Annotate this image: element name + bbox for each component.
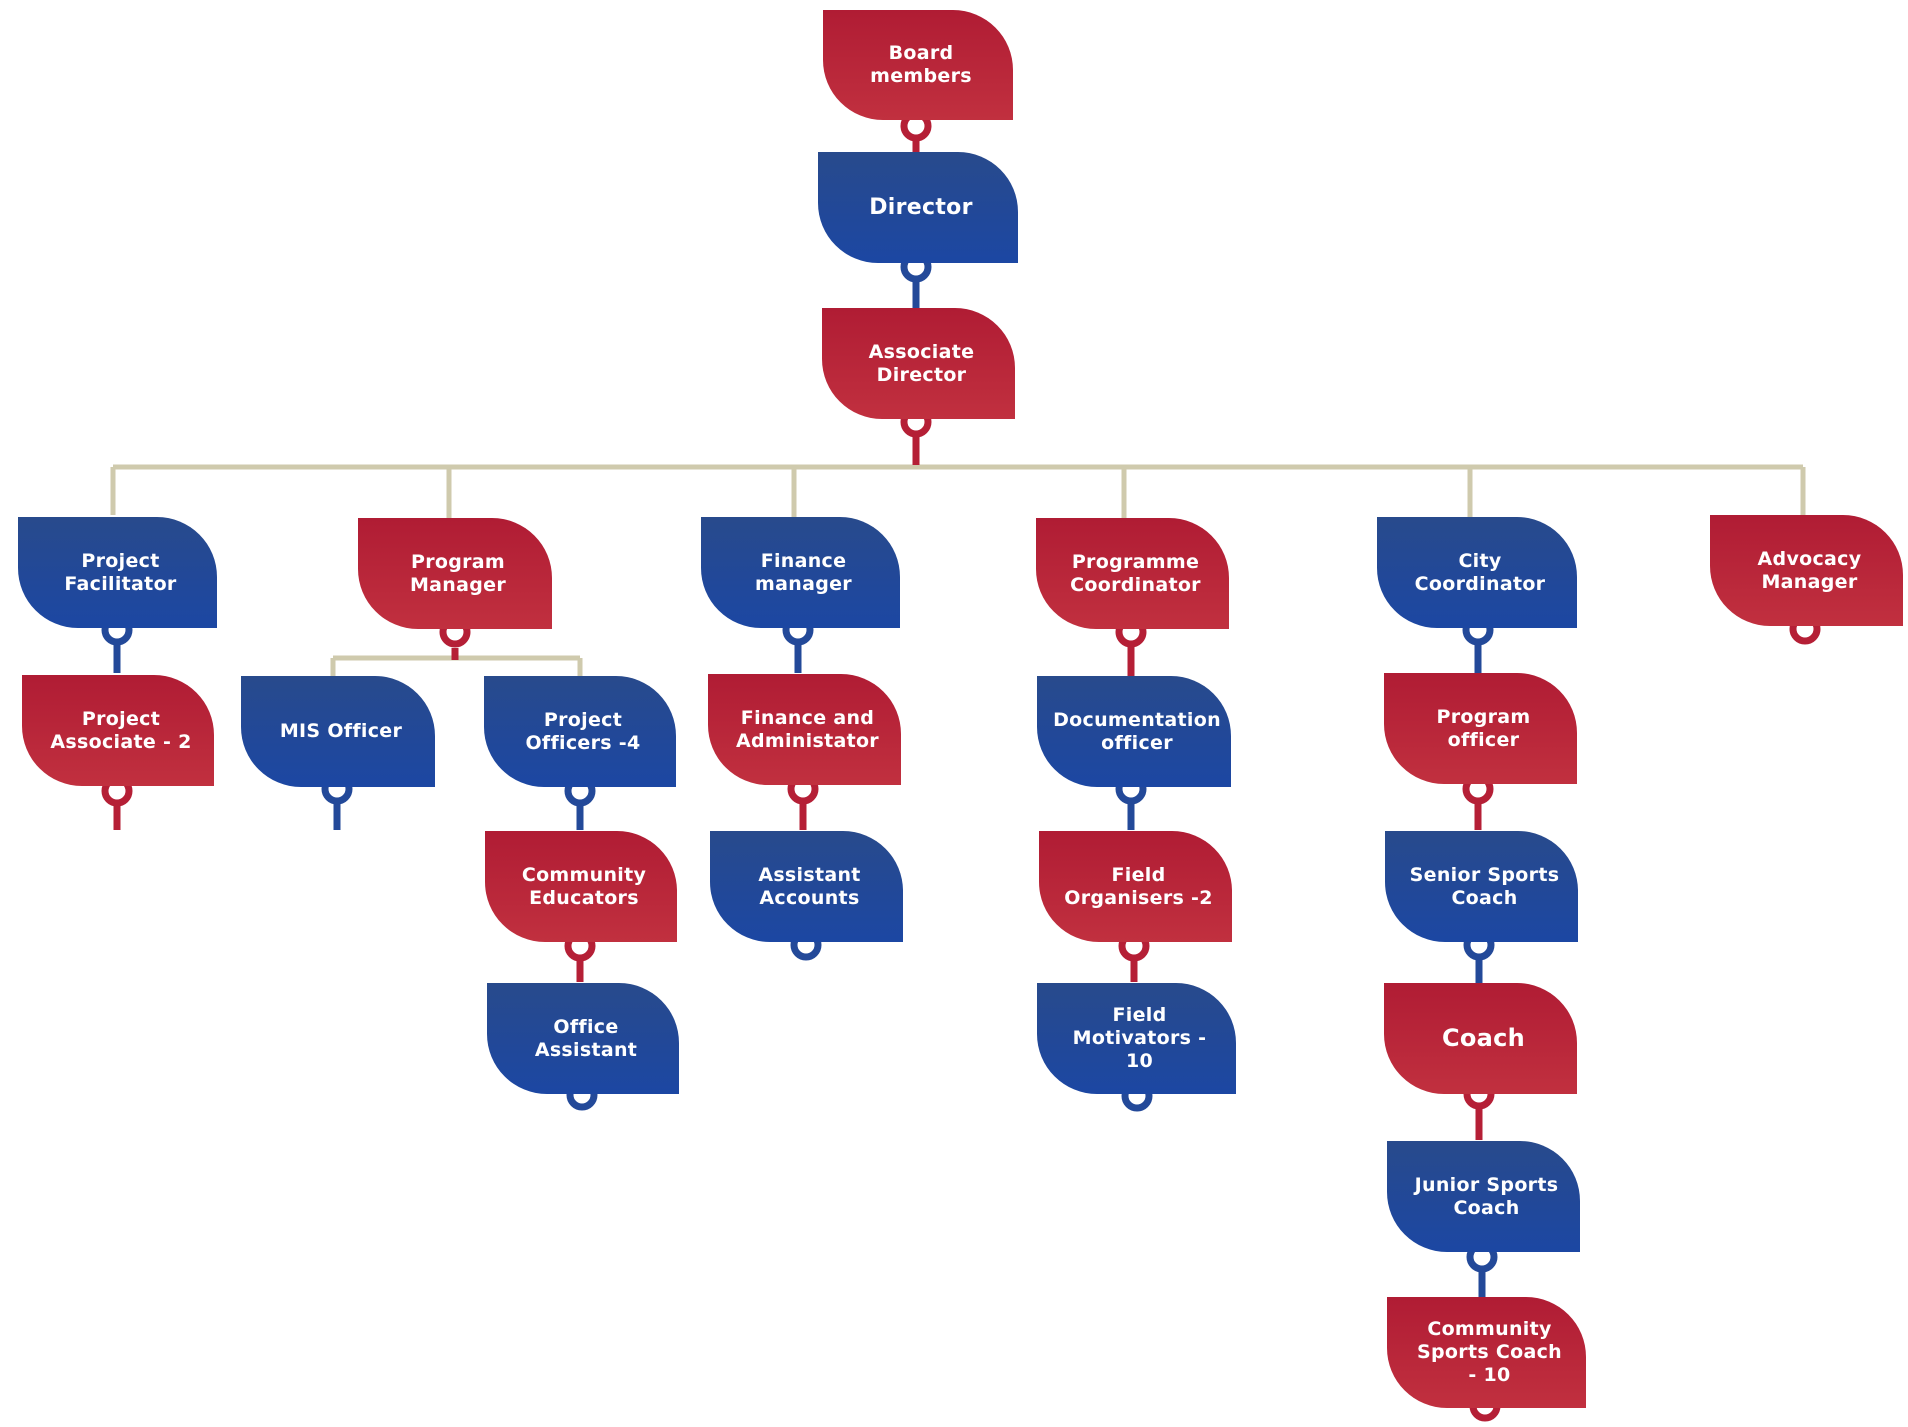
node-board-members: Board members (823, 10, 1013, 120)
node-documentation-officer: Documentation officer (1037, 676, 1231, 787)
node-advocacy-manager: Advocacy Manager (1710, 515, 1903, 626)
node-associate-director: Associate Director (822, 308, 1015, 419)
node-field-organisers: Field Organisers -2 (1039, 831, 1232, 942)
node-assistant-accounts: Assistant Accounts (710, 831, 903, 942)
node-community-educators: Community Educators (485, 831, 677, 942)
node-director: Director (818, 152, 1018, 263)
node-field-motivators: Field Motivators - 10 (1037, 983, 1236, 1094)
node-finance-manager: Finance manager (701, 517, 900, 628)
node-project-officers: Project Officers -4 (484, 676, 676, 787)
node-program-manager: Program Manager (358, 518, 552, 629)
node-program-officer: Program officer (1384, 673, 1577, 784)
node-junior-sports-coach: Junior Sports Coach (1387, 1141, 1580, 1252)
node-finance-administator: Finance and Administator (708, 674, 901, 785)
node-office-assistant: Office Assistant (487, 983, 679, 1094)
node-coach: Coach (1384, 983, 1577, 1094)
node-senior-sports-coach: Senior Sports Coach (1385, 831, 1578, 942)
node-city-coordinator: City Coordinator (1377, 517, 1577, 628)
node-mis-officer: MIS Officer (241, 676, 435, 787)
node-project-associate: Project Associate - 2 (22, 675, 214, 786)
node-programme-coordinator: Programme Coordinator (1036, 518, 1229, 629)
branch-connectors (110, 464, 1806, 676)
node-community-sports-coach: Community Sports Coach - 10 (1387, 1297, 1586, 1408)
node-project-facilitator: Project Facilitator (18, 517, 217, 628)
